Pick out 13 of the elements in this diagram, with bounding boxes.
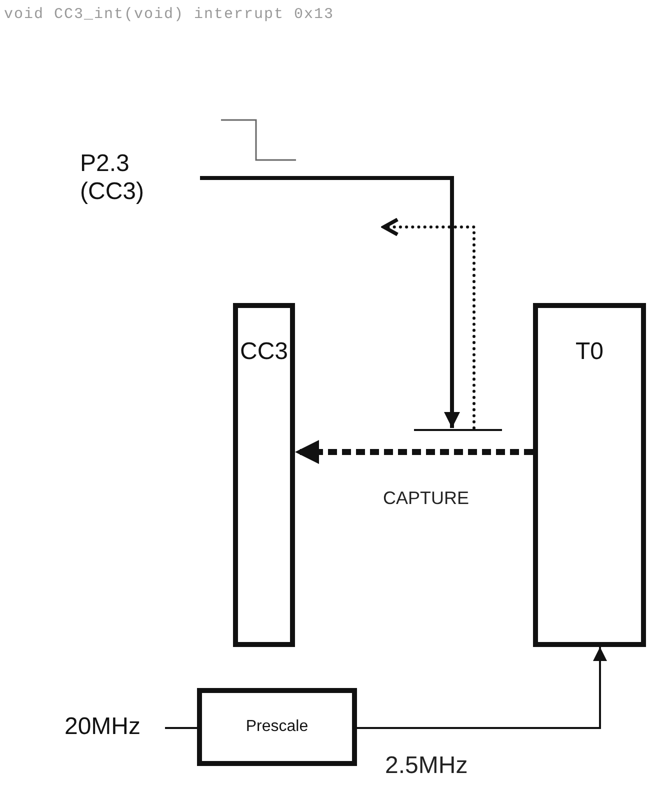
block-label: CC3 xyxy=(240,338,288,366)
block-label: T0 xyxy=(575,338,604,366)
signal-label: 20MHz xyxy=(64,713,141,741)
signal-label: P2.3 (CC3) xyxy=(80,150,145,206)
register-block xyxy=(233,303,295,647)
arrow xyxy=(200,176,460,428)
arrow xyxy=(295,440,533,464)
prescaler-block xyxy=(197,688,357,766)
block-label: Prescale xyxy=(246,718,308,736)
arrow xyxy=(357,647,607,729)
register-block xyxy=(533,303,646,647)
arrow xyxy=(382,218,476,430)
code-heading: void CC3_int(void) interrupt 0x13 xyxy=(4,6,334,23)
